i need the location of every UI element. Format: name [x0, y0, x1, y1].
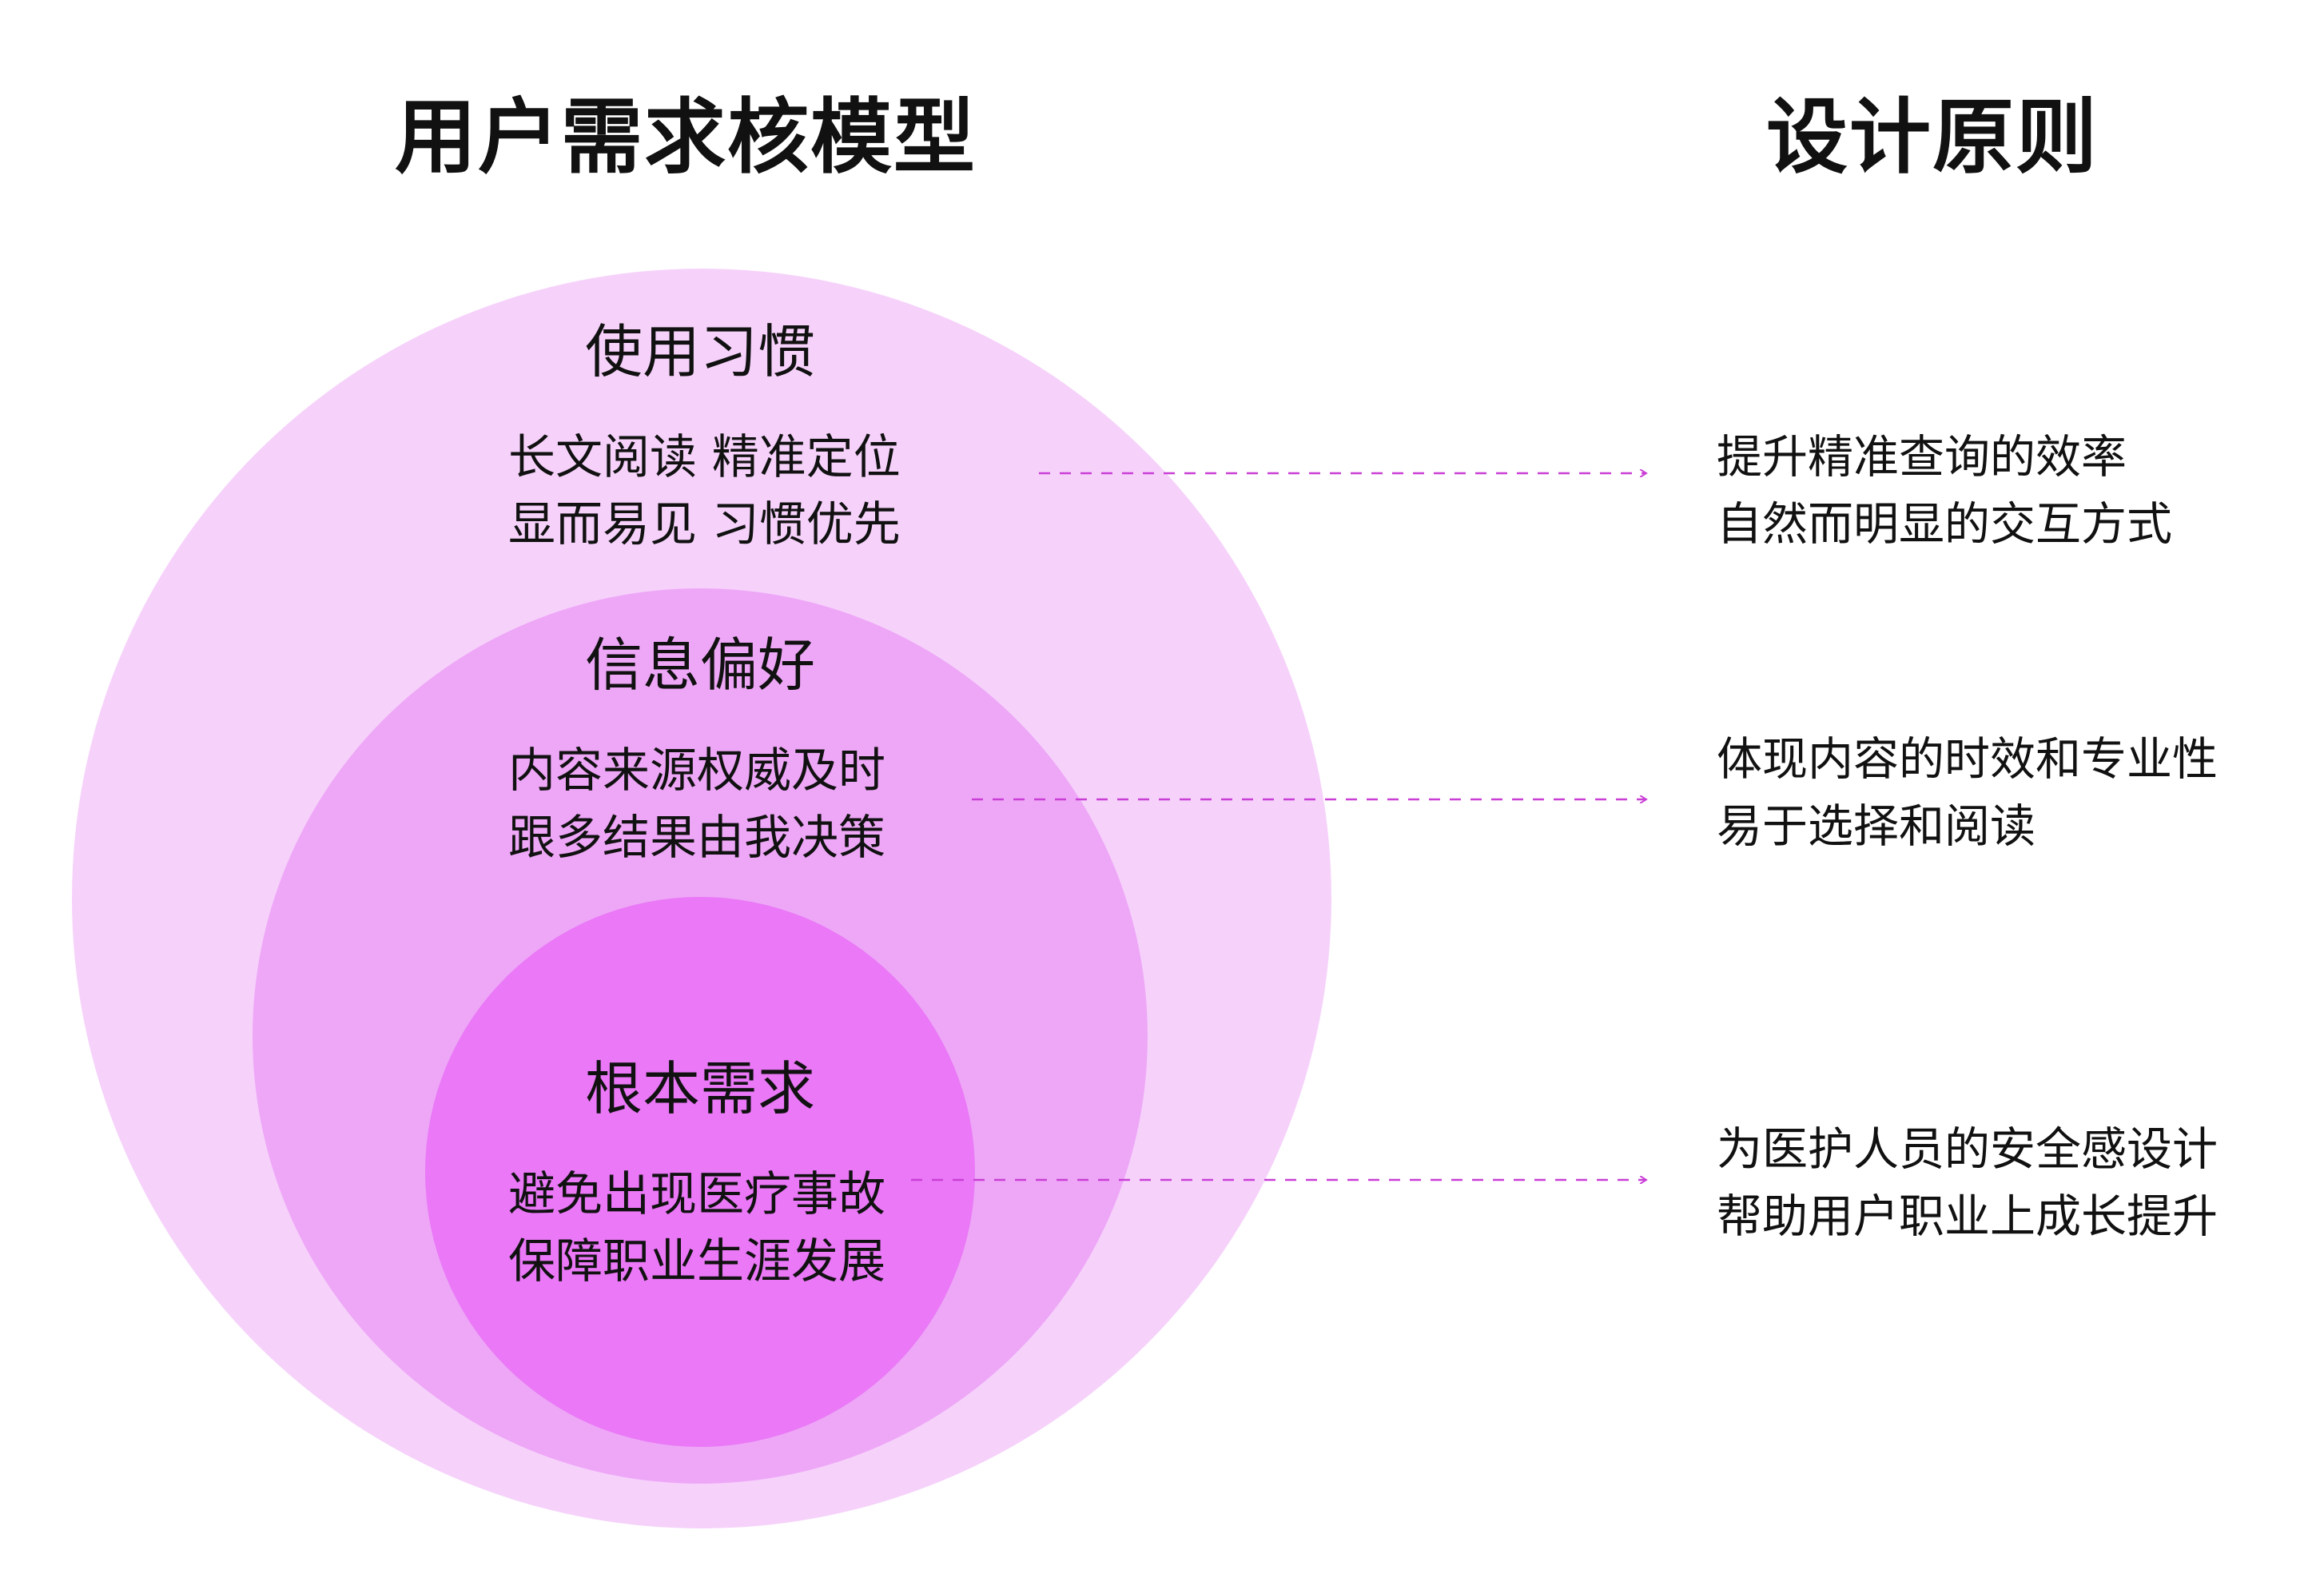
principle-line: 为医护人员的安全感设计	[1717, 1123, 2218, 1176]
layer-line: 内容来源权威及时	[508, 743, 886, 798]
principle-habits: 提升精准查询的效率 自然而明显的交互方式	[1717, 424, 2292, 558]
layer-lines-preferences: 内容来源权威及时 跟多结果由我决策	[508, 737, 956, 871]
principle-line: 体现内容的时效和专业性	[1717, 733, 2218, 786]
principle-preferences: 体现内容的时效和专业性 易于选择和阅读	[1717, 726, 2292, 860]
layer-line: 长文阅读 精准定位	[508, 429, 901, 484]
layer-line: 保障职业生涯发展	[508, 1233, 886, 1289]
model-title: 用户需求核模型	[395, 90, 977, 185]
principle-core-needs: 为医护人员的安全感设计 帮助用户职业上成长提升	[1717, 1116, 2292, 1250]
principle-line: 自然而明显的交互方式	[1717, 498, 2172, 551]
layer-line: 避免出现医疗事故	[508, 1166, 886, 1221]
principle-line: 帮助用户职业上成长提升	[1717, 1190, 2218, 1243]
layer-line: 跟多结果由我决策	[508, 810, 886, 865]
principles-title: 设计原则	[1766, 90, 2099, 185]
inner-circle-core-needs	[425, 897, 975, 1447]
layer-title-preferences: 信息偏好	[584, 632, 815, 699]
principle-line: 提升精准查询的效率	[1717, 431, 2127, 484]
principle-line: 易于选择和阅读	[1717, 800, 2035, 853]
layer-title-habits: 使用习惯	[584, 318, 815, 385]
layer-line: 显而易见 习惯优先	[508, 496, 901, 552]
layer-lines-habits: 长文阅读 精准定位 显而易见 习惯优先	[508, 424, 956, 558]
layer-title-core-needs: 根本需求	[584, 1055, 815, 1122]
layer-lines-core-needs: 避免出现医疗事故 保障职业生涯发展	[508, 1161, 956, 1295]
